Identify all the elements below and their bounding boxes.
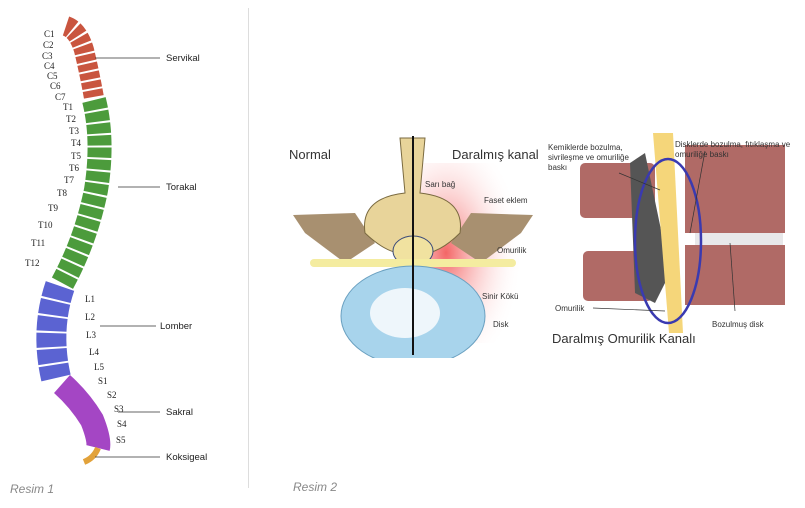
label-t4: T4: [71, 138, 81, 148]
label-s4: S4: [117, 419, 127, 429]
caption-resim-2: Resim 2: [293, 480, 338, 494]
label-sari-bag: Sarı bağ: [425, 180, 456, 189]
label-t11: T11: [31, 238, 46, 248]
label-l4: L4: [89, 347, 99, 357]
label-s1: S1: [98, 376, 108, 386]
coccyx-segment: [82, 446, 101, 465]
region-torakal: Torakal: [166, 182, 197, 193]
label-t8: T8: [57, 188, 67, 198]
label-disc-herniation: Disklerde bozulma, fıtıklaşma ve omurili…: [675, 140, 791, 159]
thoracic-segment: [51, 97, 112, 290]
label-t9: T9: [48, 203, 58, 213]
label-t12: T12: [25, 258, 40, 268]
label-t3: T3: [69, 126, 79, 136]
label-disk: Disk: [493, 320, 509, 329]
region-koksigeal: Koksigeal: [166, 452, 208, 463]
cervical-segment: [62, 16, 104, 100]
label-t7: T7: [64, 175, 74, 185]
label-t5: T5: [71, 151, 81, 161]
label-l5: L5: [94, 362, 104, 372]
label-c2: C2: [43, 40, 54, 50]
narrowed-canal-label: Daralmış kanal: [452, 147, 539, 162]
label-c3: C3: [42, 51, 53, 61]
label-t2: T2: [66, 114, 76, 124]
label-c5: C5: [47, 71, 58, 81]
label-l2: L2: [85, 312, 95, 322]
region-servikal: Servikal: [166, 53, 200, 64]
label-l1: L1: [85, 294, 95, 304]
right-panel-title: Daralmış Omurilik Kanalı: [552, 331, 696, 346]
caption-resim-1: Resim 1: [10, 482, 55, 496]
lumbar-segment: [36, 281, 75, 382]
spine-illustration: [36, 16, 160, 465]
region-sakral: Sakral: [166, 407, 193, 418]
label-sinir-koku: Sinir Kökü: [482, 292, 519, 301]
label-faset-eklem: Faset eklem: [484, 196, 528, 205]
sacral-segment: [53, 375, 111, 451]
region-lomber: Lomber: [160, 321, 193, 332]
divider: [248, 8, 249, 488]
label-bone-degeneration: Kemiklerde bozulma, sivrileşme ve omuril…: [548, 143, 629, 172]
label-s3: S3: [114, 404, 124, 414]
label-omurilik-left: Omurilik: [497, 246, 527, 255]
label-t10: T10: [38, 220, 53, 230]
normal-label: Normal: [289, 147, 331, 162]
label-c1: C1: [44, 29, 55, 39]
label-l3: L3: [86, 330, 96, 340]
label-t6: T6: [69, 163, 79, 173]
label-s5: S5: [116, 435, 126, 445]
label-s2: S2: [107, 390, 117, 400]
label-t1: T1: [63, 102, 73, 112]
label-bozulmus-disk: Bozulmuş disk: [712, 320, 764, 329]
label-c6: C6: [50, 81, 61, 91]
stenosis-illustration: [293, 133, 785, 358]
label-c7: C7: [55, 92, 66, 102]
label-omurilik-right: Omurilik: [555, 304, 585, 313]
label-c4: C4: [44, 61, 55, 71]
